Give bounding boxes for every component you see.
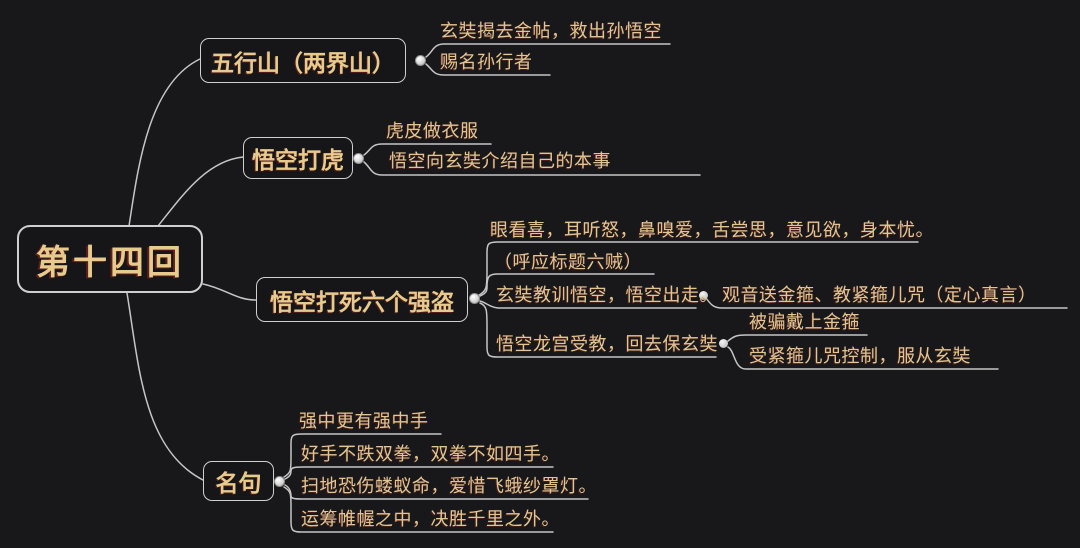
- root-node[interactable]: 第十四回: [17, 225, 203, 293]
- branch-node-dahu[interactable]: 悟空打虎: [243, 137, 353, 179]
- line-b1c1: [425, 43, 671, 58]
- bullet-anchor-longgong[interactable]: [719, 339, 728, 348]
- line-b3c3: [479, 300, 697, 309]
- curve-root-branch3: [202, 283, 257, 301]
- topic-jieshao[interactable]: 悟空向玄奘介绍自己的本事: [389, 151, 611, 171]
- collapse-anchor-branch3[interactable]: [469, 293, 480, 304]
- line-b2c1: [363, 143, 492, 156]
- branch-node-label: 名句: [215, 470, 262, 496]
- line-b3c2: [479, 273, 655, 297]
- topic-beipian[interactable]: 被骗戴上金箍: [749, 312, 860, 332]
- topic-guanyin[interactable]: 观音送金箍、教紧箍儿咒（定心真言）: [722, 285, 1037, 305]
- curve-root-branch2: [157, 156, 244, 227]
- collapse-anchor-branch4[interactable]: [274, 476, 285, 487]
- topic-huying[interactable]: （呼应标题六贼）: [494, 252, 642, 272]
- line-b4c4: [283, 486, 554, 533]
- collapse-anchor-branch1[interactable]: [415, 55, 426, 66]
- topic-saodi[interactable]: 扫地恐伤蝼蚁命，爱惜飞蛾纱罩灯。: [301, 476, 597, 496]
- line-b2c2: [363, 161, 701, 176]
- topic-jiaoxun[interactable]: 玄奘教训悟空，悟空出走。: [496, 285, 718, 305]
- topic-ciming[interactable]: 赐名孙行者: [440, 52, 533, 72]
- branch-node-qiangdao[interactable]: 悟空打死六个强盗: [256, 277, 468, 322]
- branch-node-label: 悟空打死六个强盗: [270, 288, 454, 315]
- branch-node-wuxingshan[interactable]: 五行山（两界山）: [200, 38, 406, 83]
- line-b3c1: [478, 241, 919, 296]
- topic-qiangzhong[interactable]: 强中更有强中手: [299, 411, 429, 431]
- branch-node-label: 悟空打虎: [252, 147, 344, 173]
- topic-yunchou[interactable]: 运筹帷幄之中，决胜千里之外。: [301, 509, 560, 529]
- branch-node-label: 五行山（两界山）: [211, 49, 395, 76]
- line-b1c2: [425, 63, 551, 76]
- topic-shoukongzhi[interactable]: 受紧箍儿咒控制，服从玄奘: [749, 346, 971, 366]
- topic-haoshou[interactable]: 好手不跌双拳，双拳不如四手。: [301, 444, 560, 464]
- topic-jiejinT[interactable]: 玄奘揭去金帖，救出孙悟空: [440, 21, 662, 41]
- root-node-label: 第十四回: [36, 243, 184, 282]
- topic-hupi[interactable]: 虎皮做衣服: [386, 121, 479, 141]
- line-b4c1: [283, 433, 442, 478]
- collapse-anchor-branch2[interactable]: [353, 153, 364, 164]
- curve-root-branch4: [126, 292, 204, 481]
- line-b4c2: [284, 466, 554, 480]
- line-b3c4: [479, 302, 717, 358]
- curve-root-branch1: [128, 58, 201, 227]
- line-b3c4-child2: [727, 346, 999, 370]
- line-b3c4-child1: [727, 334, 868, 342]
- line-b3c3-child: [705, 297, 1068, 309]
- topic-liuzei[interactable]: 眼看喜，耳听怒，鼻嗅爱，舌尝思，意见欲，身本忧。: [490, 220, 934, 240]
- topic-longgong[interactable]: 悟空龙宫受教，回去保玄奘: [496, 334, 718, 354]
- branch-node-mingju[interactable]: 名句: [203, 461, 274, 501]
- bullet-anchor-jiaoxun[interactable]: [699, 291, 708, 300]
